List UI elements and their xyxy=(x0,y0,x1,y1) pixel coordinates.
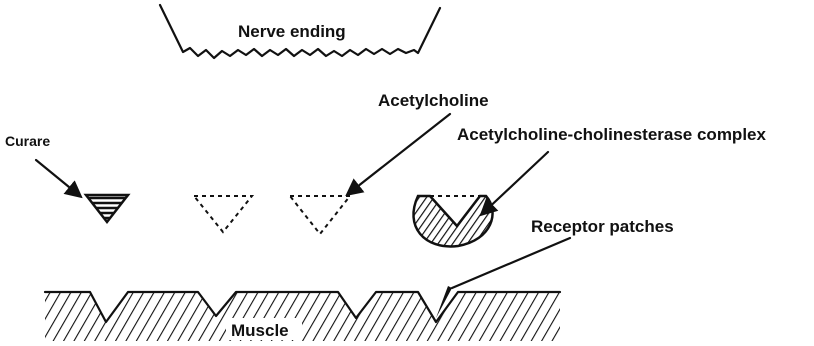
acetylcholine-arrow xyxy=(348,114,450,194)
complex-annotation: Acetylcholine-cholinesterase complex xyxy=(457,125,766,214)
nerve-ending-label: Nerve ending xyxy=(238,22,346,41)
receptor-patches-label: Receptor patches xyxy=(531,217,674,236)
complex-label: Acetylcholine-cholinesterase complex xyxy=(457,125,766,144)
acetylcholine-molecule-1 xyxy=(194,196,252,232)
complex-molecule xyxy=(413,196,492,246)
receptor-arrow-line xyxy=(452,238,570,288)
curare-label: Curare xyxy=(5,133,50,149)
muscle: Muscle xyxy=(45,292,560,341)
curare-arrow xyxy=(36,160,80,196)
acetylcholine-label: Acetylcholine xyxy=(378,91,489,110)
muscle-label: Muscle xyxy=(231,321,289,340)
nerve-ending: Nerve ending xyxy=(160,5,440,58)
curare-molecule xyxy=(84,195,130,222)
acetylcholine-molecule-2 xyxy=(290,196,350,234)
curare-annotation: Curare xyxy=(5,133,80,196)
